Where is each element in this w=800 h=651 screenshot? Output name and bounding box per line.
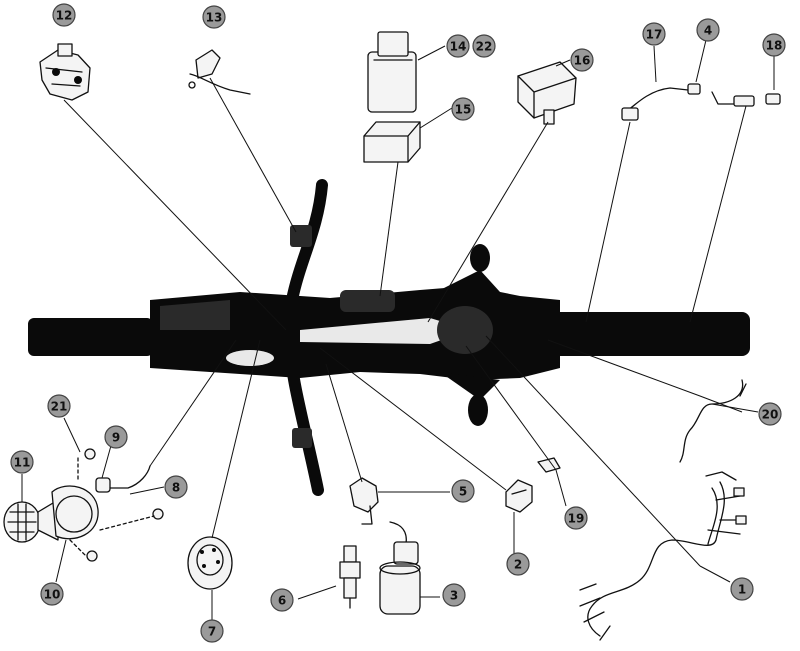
svg-text:16: 16 bbox=[574, 54, 591, 68]
part-main-harness bbox=[579, 471, 747, 641]
svg-text:1: 1 bbox=[738, 583, 746, 597]
part-handlebar-switch bbox=[39, 43, 91, 101]
callout-1: 1 bbox=[730, 577, 754, 601]
part-plug-cap bbox=[505, 479, 533, 513]
part-cdi-unit bbox=[517, 61, 577, 125]
callout-5: 5 bbox=[451, 479, 475, 503]
svg-text:15: 15 bbox=[455, 103, 472, 117]
part-headlight bbox=[3, 448, 164, 562]
callout-3: 3 bbox=[442, 583, 466, 607]
callout-11: 11 bbox=[10, 450, 34, 474]
callout-16: 16 bbox=[570, 48, 594, 72]
svg-text:11: 11 bbox=[14, 456, 31, 470]
svg-text:5: 5 bbox=[459, 485, 467, 499]
part-brake-switch bbox=[188, 49, 251, 95]
rear-fender bbox=[160, 300, 230, 330]
svg-text:12: 12 bbox=[56, 9, 73, 23]
part-sub-harness bbox=[621, 83, 781, 121]
part-ground-lead bbox=[679, 379, 747, 463]
switch-housing-lower bbox=[292, 428, 312, 448]
callout-6: 6 bbox=[270, 588, 294, 612]
callout-10: 10 bbox=[40, 582, 64, 606]
svg-text:7: 7 bbox=[208, 625, 216, 639]
svg-text:9: 9 bbox=[112, 431, 120, 445]
fork-top-upper bbox=[440, 270, 500, 292]
battery-box bbox=[340, 290, 395, 312]
mirror-upper bbox=[470, 244, 490, 272]
fork-top-lower bbox=[440, 372, 500, 400]
part-spark-plug bbox=[339, 545, 361, 609]
callout-15: 15 bbox=[451, 97, 475, 121]
callout-18: 18 bbox=[762, 33, 786, 57]
rear-tire bbox=[28, 318, 153, 356]
callout-4: 4 bbox=[696, 18, 720, 42]
callout-2: 2 bbox=[506, 552, 530, 576]
part-relay-bracket bbox=[363, 121, 421, 163]
callout-17: 17 bbox=[642, 22, 666, 46]
svg-text:3: 3 bbox=[450, 589, 458, 603]
svg-text:20: 20 bbox=[762, 408, 779, 422]
svg-text:4: 4 bbox=[704, 24, 712, 38]
svg-text:22: 22 bbox=[476, 40, 493, 54]
callout-20: 20 bbox=[758, 402, 782, 426]
callout-12: 12 bbox=[52, 3, 76, 27]
headstock bbox=[437, 306, 493, 354]
callout-22: 22 bbox=[472, 34, 496, 58]
part-ignition-coil bbox=[379, 521, 421, 615]
fuel-tank-highlight bbox=[300, 318, 470, 344]
callout-21: 21 bbox=[47, 394, 71, 418]
callout-8: 8 bbox=[164, 475, 188, 499]
svg-text:14: 14 bbox=[450, 40, 467, 54]
svg-text:18: 18 bbox=[766, 39, 783, 53]
leader-lines bbox=[21, 39, 775, 620]
callout-19: 19 bbox=[564, 506, 588, 530]
svg-text:19: 19 bbox=[568, 512, 585, 526]
switch-housing-upper bbox=[290, 225, 312, 247]
svg-text:10: 10 bbox=[44, 588, 61, 602]
footpeg-area bbox=[226, 350, 274, 366]
svg-text:17: 17 bbox=[646, 28, 663, 42]
callout-14: 14 bbox=[446, 34, 470, 58]
mirror-lower bbox=[468, 394, 488, 426]
part-relay bbox=[367, 31, 417, 113]
front-tire bbox=[545, 312, 750, 356]
part-horn bbox=[187, 536, 233, 590]
callout-7: 7 bbox=[200, 619, 224, 643]
svg-text:2: 2 bbox=[514, 558, 522, 572]
part-spark-plug-boot bbox=[349, 477, 379, 525]
motorcycle-silhouette bbox=[28, 179, 750, 496]
callout-13: 13 bbox=[202, 5, 226, 29]
svg-text:13: 13 bbox=[206, 11, 223, 25]
svg-text:21: 21 bbox=[51, 400, 68, 414]
svg-text:8: 8 bbox=[172, 481, 180, 495]
callout-9: 9 bbox=[104, 425, 128, 449]
callout-badges: 1 2 3 4 5 6 7 8 bbox=[10, 3, 786, 643]
svg-text:6: 6 bbox=[278, 594, 286, 608]
